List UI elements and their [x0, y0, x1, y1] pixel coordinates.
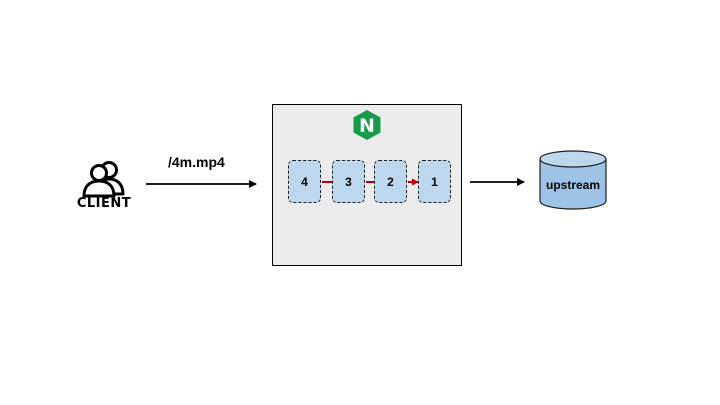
users-icon [82, 161, 125, 198]
buffer-slot-3: 3 [332, 160, 365, 203]
database-cylinder-icon [539, 150, 607, 210]
buffer-slot-4: 4 [288, 160, 321, 203]
request-path-label: /4m.mp4 [168, 154, 225, 170]
upstream-label: upstream [545, 178, 601, 192]
buffer-slot-2: 2 [374, 160, 407, 203]
nginx-logo-letter: N [359, 115, 375, 137]
buffer-slot-1: 1 [418, 160, 451, 203]
nginx-logo-icon: N [353, 110, 381, 140]
client-label: CLIENT [76, 196, 132, 211]
